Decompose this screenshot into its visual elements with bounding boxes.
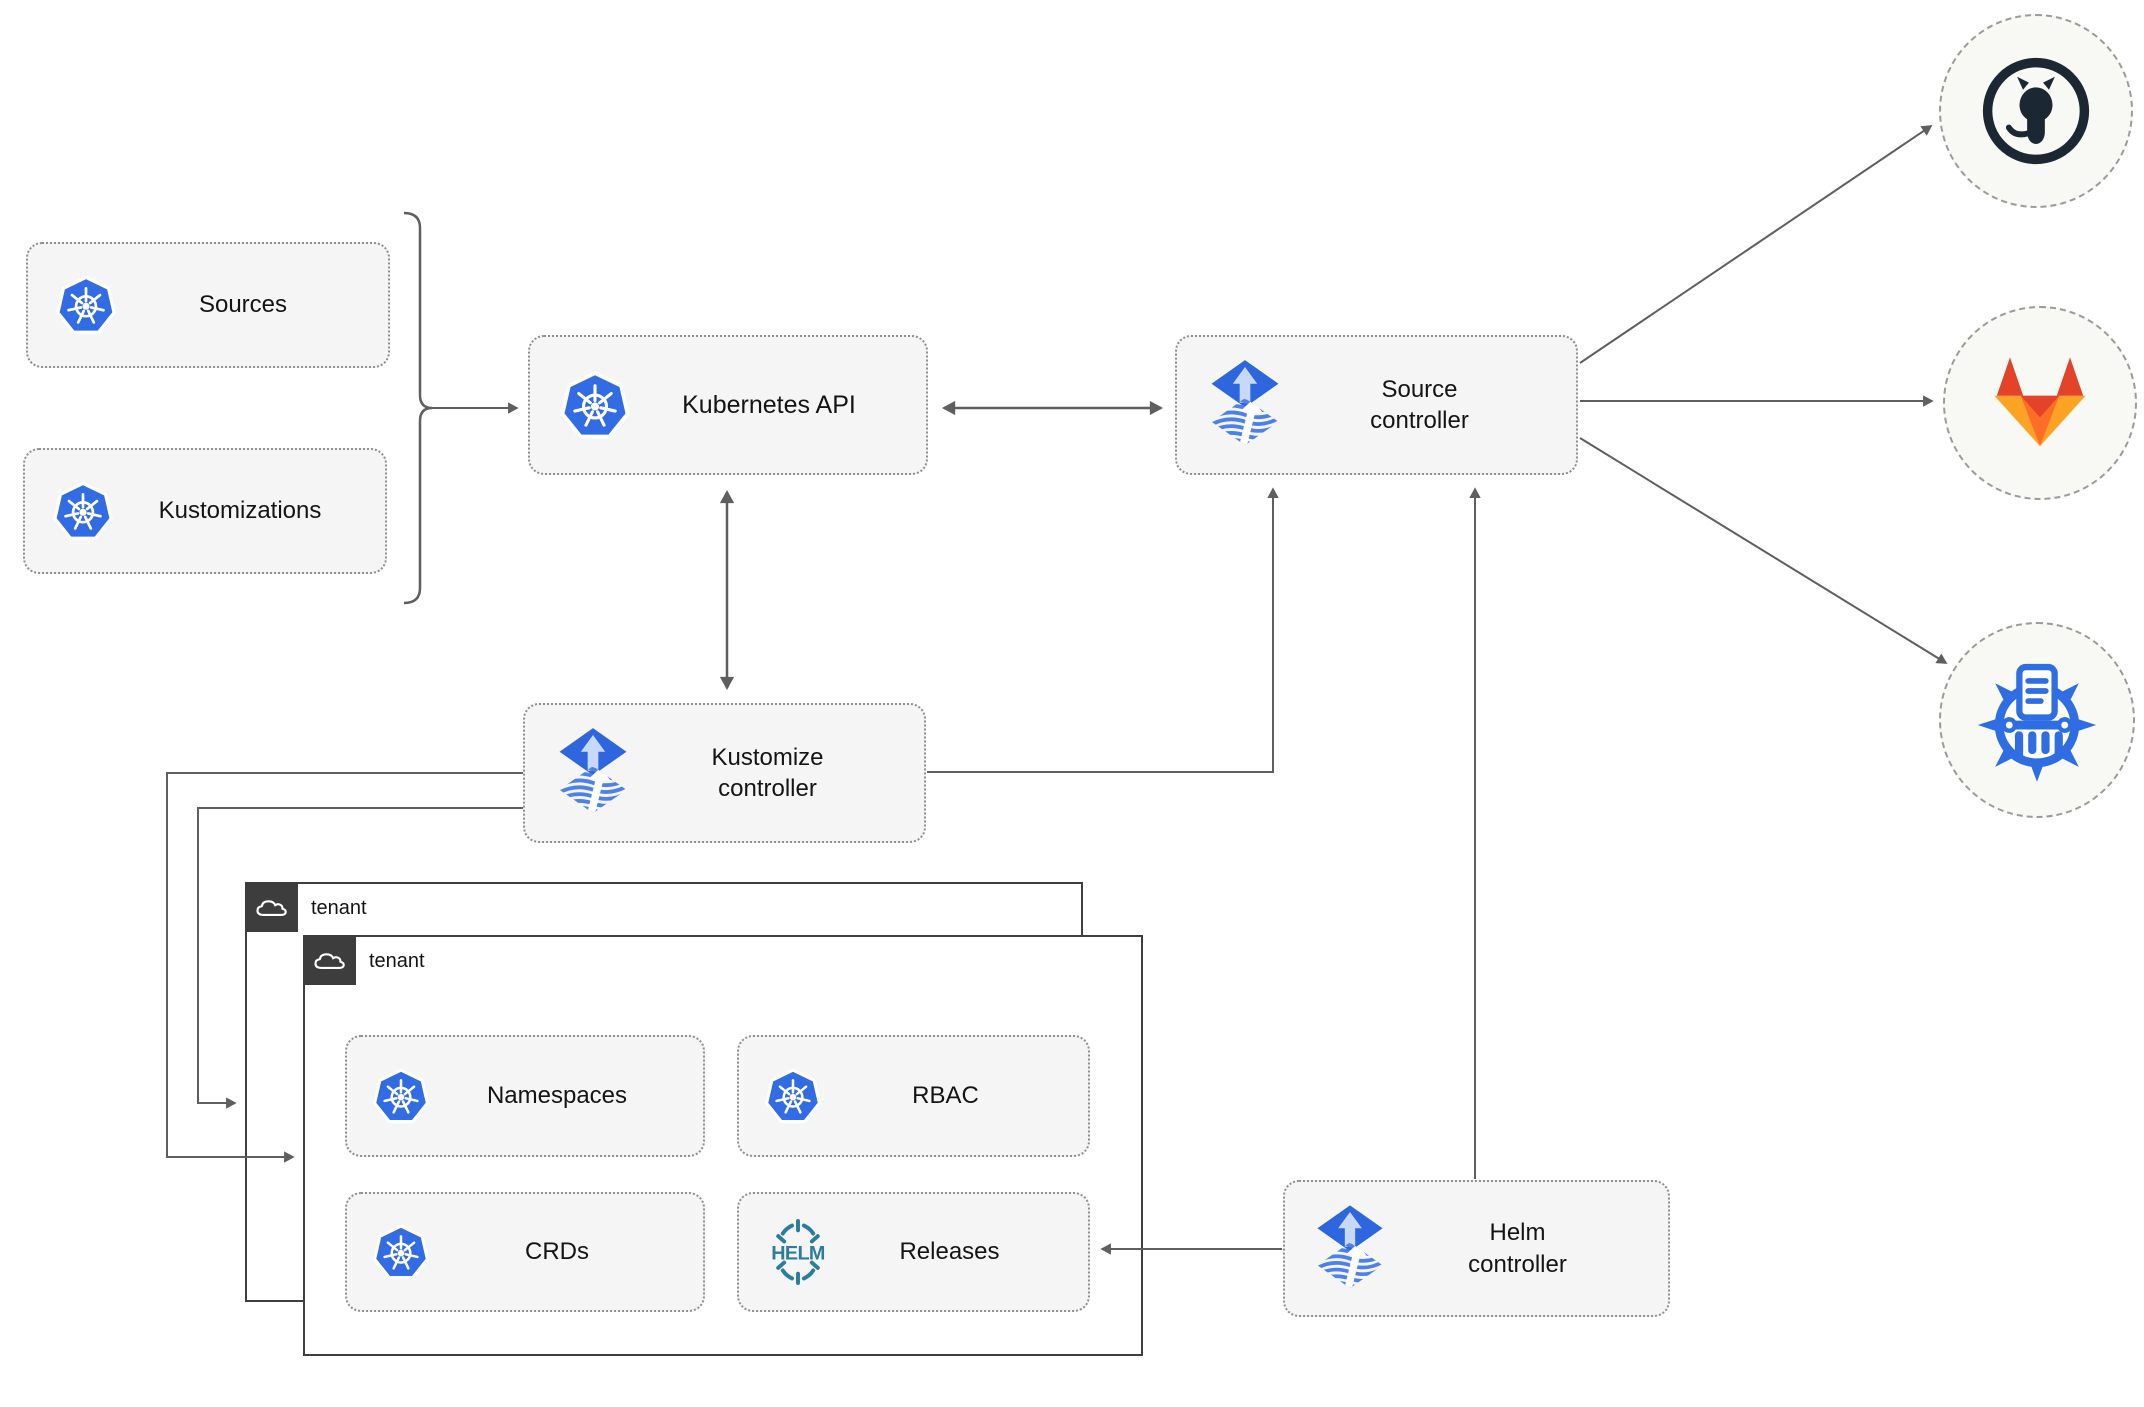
node-label: Sources xyxy=(198,291,288,319)
tenant-label: tenant xyxy=(369,949,425,972)
kubernetes-config-icon xyxy=(1974,657,2100,783)
node-label: Kubernetes API xyxy=(682,390,856,419)
kubernetes-icon xyxy=(54,273,118,337)
node-sources: Sources xyxy=(26,242,390,368)
node-kubernetes-api: Kubernetes API xyxy=(528,335,928,475)
node-source-controller: Source controller xyxy=(1175,335,1578,475)
node-namespaces: Namespaces xyxy=(345,1035,705,1157)
flux-icon xyxy=(1207,360,1283,450)
tenant-tab xyxy=(303,935,356,985)
kubernetes-icon xyxy=(763,1066,823,1126)
node-crds: CRDs xyxy=(345,1192,705,1312)
helm-icon xyxy=(765,1219,831,1285)
node-label: Namespaces xyxy=(486,1082,628,1110)
bracket-sources-kustomizations xyxy=(403,211,433,605)
node-rbac: RBAC xyxy=(737,1035,1090,1157)
cloud-icon xyxy=(311,946,349,975)
gitlab-icon xyxy=(1980,343,2100,463)
edge-source-controller-to-github xyxy=(1579,125,1933,364)
edge-source-controller-to-config-repository xyxy=(1579,437,1948,664)
node-label: Releases xyxy=(899,1238,1000,1266)
node-label: Kustomizations xyxy=(158,497,322,525)
node-kustomize-controller: Kustomize controller xyxy=(523,703,926,843)
node-label: CRDs xyxy=(525,1238,589,1266)
tenant-tab xyxy=(245,882,298,932)
node-label: Source controller xyxy=(1370,375,1469,434)
flux-icon xyxy=(1313,1205,1387,1293)
kubernetes-icon xyxy=(51,479,115,543)
tenant-label: tenant xyxy=(311,896,367,919)
github-icon xyxy=(1977,52,2095,170)
node-label: Kustomize controller xyxy=(711,743,824,802)
node-kustomizations: Kustomizations xyxy=(23,448,387,574)
node-label: RBAC xyxy=(912,1082,979,1110)
edge-kustomize-controller-to-source-controller xyxy=(927,487,1279,773)
endpoint-github xyxy=(1939,14,2133,208)
node-helm-controller: Helm controller xyxy=(1283,1180,1670,1317)
endpoint-config-repository xyxy=(1939,622,2135,818)
cloud-icon xyxy=(253,893,291,922)
node-label: Helm controller xyxy=(1468,1219,1567,1278)
kubernetes-icon xyxy=(371,1066,431,1126)
endpoint-gitlab xyxy=(1943,306,2137,500)
flux-icon xyxy=(555,728,631,818)
node-releases: Releases xyxy=(737,1192,1090,1312)
kubernetes-icon xyxy=(371,1222,431,1282)
kubernetes-icon xyxy=(558,368,632,442)
